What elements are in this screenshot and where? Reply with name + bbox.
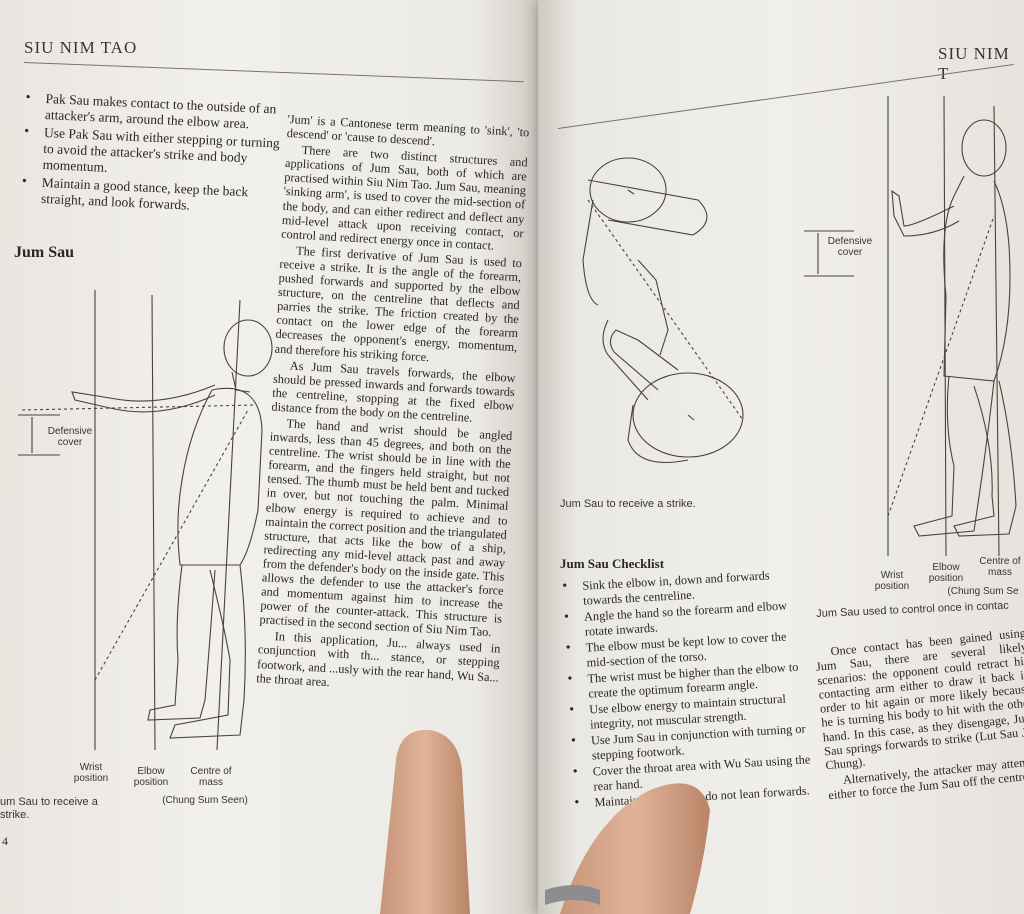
body-paragraph: In this application, Ju... always used i… (255, 629, 501, 689)
elbow-position-label: Elbow position (133, 766, 169, 788)
body-paragraph: The first derivative of Jum Sau is used … (274, 243, 523, 364)
centre-of-mass-label-right: Centre of mass (979, 556, 1021, 578)
control-body-text: Once contact has been gained using Jum S… (814, 626, 1024, 805)
figure-caption-top-right: Jum Sau to receive a strike. (560, 498, 696, 510)
defensive-cover-label: Defensive cover (47, 426, 93, 448)
jum-sau-figure-right (804, 95, 1017, 557)
wrist-position-label: Wrist position (73, 762, 109, 784)
body-paragraph: As Jum Sau travels forwards, the elbow s… (271, 358, 516, 425)
figure-caption-right: Jum Sau used to control once in contac (816, 599, 1009, 620)
elbow-position-label-right: Elbow position (928, 562, 964, 584)
left-page: SIU NIM TAO Pak Sau makes contact to the… (0, 0, 540, 914)
header-rule-left (23, 62, 524, 83)
right-page: SIU NIM T Jum Sau to receive a strike. J… (538, 0, 1024, 914)
body-paragraph: The hand and wrist should be angled inwa… (259, 416, 513, 640)
forearm-cylinder-diagram (582, 157, 744, 464)
figure-credit: (Chung Sum Seen) (162, 795, 248, 806)
wrist-position-label-right: Wrist position (874, 570, 910, 592)
defensive-cover-label-right: Defensive cover (827, 236, 873, 258)
jum-sau-checklist: Sink the elbow in, down and forwards tow… (560, 566, 818, 813)
checklist-heading: Jum Sau Checklist (560, 556, 665, 571)
running-head-left: SIU NIM TAO (24, 38, 138, 57)
body-paragraph: Once contact has been gained using Jum S… (815, 625, 1024, 773)
pak-sau-bullet-list: Pak Sau makes contact to the outside of … (19, 90, 292, 220)
jum-sau-figure-left (18, 290, 273, 751)
page-number: 4 (2, 834, 8, 848)
figure-caption-left: um Sau to receive a strike. (0, 796, 98, 821)
body-paragraph: There are two distinct structures and ap… (280, 143, 528, 253)
section-heading-jum-sau: Jum Sau (14, 244, 75, 261)
centre-of-mass-label: Centre of mass (190, 766, 232, 788)
jum-sau-body-text: 'Jum' is a Cantonese term meaning to 'si… (256, 112, 530, 700)
figure-credit-right: (Chung Sum Se (947, 586, 1019, 597)
